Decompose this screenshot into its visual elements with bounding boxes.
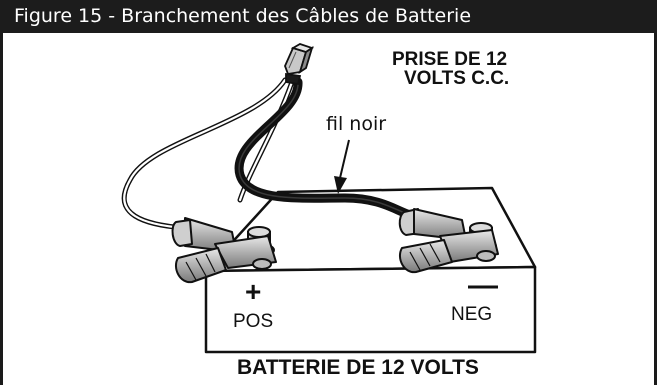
neg-label: NEG xyxy=(451,304,493,325)
wire-arrow xyxy=(334,139,350,194)
dc-plug xyxy=(284,43,315,86)
positive-symbol: + xyxy=(245,276,262,307)
black-wire xyxy=(234,77,415,220)
negative-symbol: — xyxy=(468,269,498,302)
pos-label: POS xyxy=(233,311,274,332)
pos-clamp xyxy=(171,217,277,284)
neg-clamp xyxy=(398,208,499,274)
dc-socket-label: PRISE DE 12 VOLTS C.C. xyxy=(392,50,509,88)
white-wire xyxy=(121,77,295,231)
figure-title: Figure 15 - Branchement des Câbles de Ba… xyxy=(0,0,657,33)
battery-label: BATTERIE DE 12 VOLTS xyxy=(237,356,479,379)
dc-socket-label-line2: VOLTS C.C. xyxy=(404,68,510,89)
black-wire-label: fil noir xyxy=(326,113,387,135)
dc-socket-label-line1: PRISE DE 12 xyxy=(392,49,508,70)
